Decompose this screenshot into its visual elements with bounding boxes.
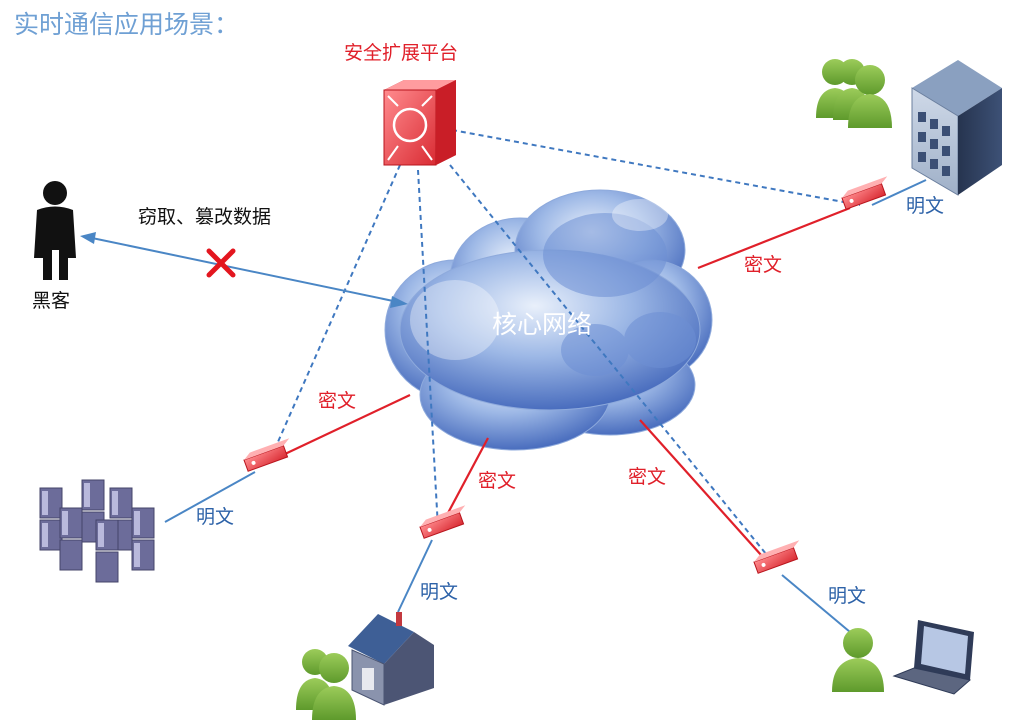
platform-label: 安全扩展平台 (344, 42, 459, 64)
plain-label-servers: 明文 (196, 506, 235, 528)
page-title: 实时通信应用场景： (14, 10, 240, 39)
encryption-gateway-icon (419, 505, 466, 539)
office-building-icon (911, 60, 1002, 196)
plain-label-home: 明文 (420, 581, 459, 603)
plain-label-office: 明文 (906, 195, 945, 217)
encryption-gateway-icon (753, 540, 800, 574)
cipher-label-home: 密文 (478, 470, 517, 492)
cipher-label-laptop: 密文 (628, 466, 667, 488)
house-icon (348, 612, 434, 706)
core-network-cloud (384, 189, 713, 451)
cipher-label-servers: 密文 (318, 390, 357, 412)
user-group-icon (296, 649, 356, 720)
plain-link-home (397, 539, 433, 613)
ciphertext-links (267, 206, 851, 566)
laptop-icon (892, 620, 974, 695)
plain-link-servers (164, 471, 256, 523)
cipher-label-office: 密文 (744, 254, 783, 276)
attack-arrow (80, 232, 408, 308)
server-cluster-icon (39, 479, 155, 583)
plaintext-links (164, 179, 927, 633)
user-group-icon (832, 628, 884, 692)
mgmt-link-servers (269, 164, 401, 461)
cipher-link-servers (267, 394, 411, 463)
mgmt-link-home (417, 169, 439, 529)
management-links (269, 129, 861, 566)
plain-link-office (871, 179, 927, 206)
security-platform-icon (383, 80, 456, 166)
network-label: 核心网络 (492, 310, 593, 339)
user-group-icon (816, 59, 892, 128)
plain-link-laptop (781, 574, 851, 633)
mgmt-link-laptop (449, 164, 776, 566)
hacker-label: 黑客 (32, 290, 71, 312)
cipher-link-office (697, 206, 851, 270)
block-x-icon (206, 248, 236, 278)
encryption-gateway-icon (841, 176, 888, 210)
encryption-gateway-icon (243, 438, 290, 472)
mgmt-link-office (451, 129, 861, 206)
plain-label-laptop: 明文 (828, 585, 867, 607)
attack-label: 窃取、篡改数据 (138, 206, 272, 228)
cipher-link-laptop (639, 419, 771, 566)
hacker-person-icon (34, 181, 76, 280)
